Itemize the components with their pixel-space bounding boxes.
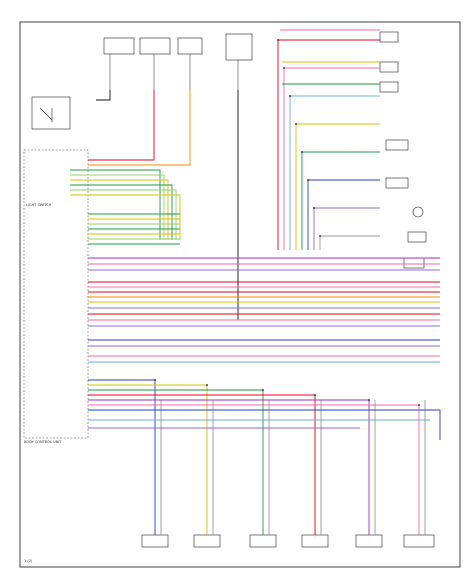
wire-bottom-feed-2 (88, 389, 264, 535)
splice-dot (277, 39, 279, 41)
wire-blue-return (88, 409, 441, 440)
wire-bundle-green-4 (70, 189, 177, 240)
wire-fuse-2 (88, 90, 155, 161)
wire-bottom-feed-3 (88, 394, 316, 535)
splice-dot (301, 151, 303, 153)
left-side-label: LIGHT SWITCH (26, 203, 52, 207)
control-module-outline (23, 149, 89, 439)
corner-code: 1 (2) (24, 559, 33, 563)
wire-fuse-3 (88, 90, 191, 166)
splice-dot (319, 235, 321, 237)
diagram-border (19, 21, 461, 568)
wire-fuse-4 (88, 90, 239, 321)
bottom-components (141, 534, 435, 548)
splice-dot (313, 207, 315, 209)
splice-dot (368, 399, 370, 401)
splice-dot (295, 123, 297, 125)
wire-bundle-green-5 (70, 194, 181, 240)
splice-dot (418, 404, 420, 406)
wire-bundle-green-2 (70, 179, 169, 240)
module-label: BODY CONTROL UNIT (24, 440, 62, 444)
splice-dot (154, 379, 156, 381)
wire-bottom-feed-0 (88, 379, 156, 535)
splice-dot (206, 384, 208, 386)
connector-layer (154, 39, 420, 406)
wire-bundle-green-0 (70, 169, 161, 240)
splice-dot (283, 67, 285, 69)
wire-bottom-feed-1 (88, 384, 208, 535)
right-components (379, 31, 427, 269)
splice-dot (307, 179, 309, 181)
wire-fuse-1 (96, 90, 111, 101)
splice-dot (262, 389, 264, 391)
wire-layer (70, 29, 441, 535)
wire-bundle-green-1 (70, 174, 165, 240)
splice-dot (314, 394, 316, 396)
splice-dot (289, 95, 291, 97)
fuse-block (103, 33, 253, 90)
wire-bundle-green-3 (70, 184, 173, 240)
light-switch-box (31, 96, 71, 130)
